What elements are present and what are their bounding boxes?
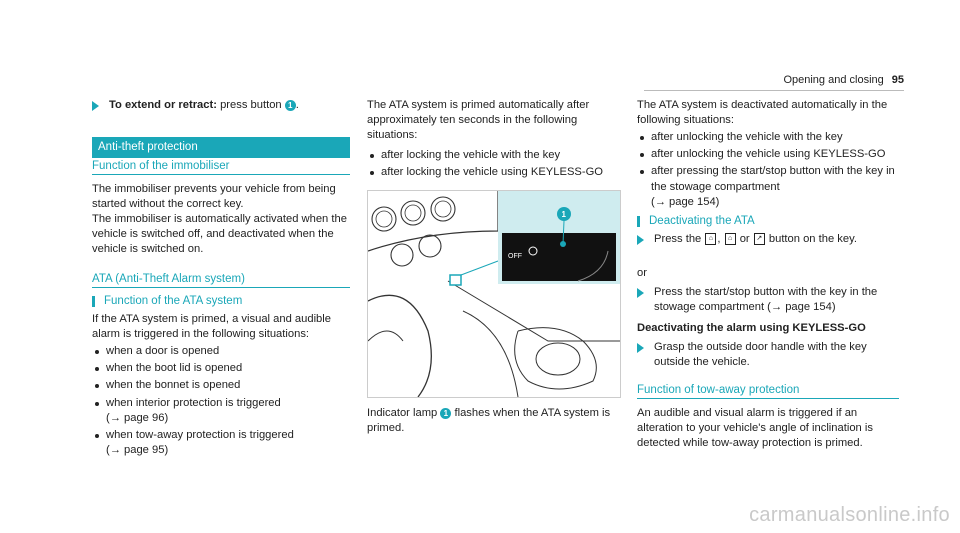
step-press-start-stop: Press the start/stop button with the key… — [637, 285, 899, 315]
tow-away-paragraph: An audible and visual alarm is triggered… — [637, 407, 873, 450]
section-bar-anti-theft: Anti-theft protection — [92, 137, 350, 158]
page-header: Opening and closing 95 — [783, 74, 904, 86]
list-item: after unlocking the vehicle using KEYLES… — [637, 147, 899, 162]
list-item: when a door is opened — [92, 344, 350, 359]
svg-text:1: 1 — [562, 210, 567, 219]
step-arrow-icon — [637, 235, 644, 245]
ata-prime-list: after locking the vehicle with the key a… — [367, 148, 619, 180]
chapter-title: Opening and closing — [783, 74, 884, 86]
ata-function-heading: Function of the ATA system — [92, 295, 350, 307]
step-grasp-handle: Grasp the outside door handle with the k… — [637, 340, 899, 370]
dashboard-drawing: OFF 1 — [368, 191, 620, 397]
list-item: when the boot lid is opened — [92, 361, 350, 376]
ata-deact-list: after unlocking the vehicle with the key… — [637, 130, 899, 210]
list-item: when interior protection is triggered(→ … — [92, 396, 350, 426]
dashboard-illustration: OFF 1 — [367, 190, 621, 398]
step-arrow-icon — [637, 288, 644, 298]
ata-prime-intro: The ATA system is primed automatically a… — [367, 99, 590, 142]
unlock-icon: ⌂ — [705, 233, 717, 246]
deactivate-ata-heading: Deactivating the ATA — [637, 215, 899, 227]
page-ref-link[interactable]: (→ page 154) — [651, 195, 720, 208]
immobiliser-heading: Function of the immobiliser — [92, 160, 350, 175]
list-item: after locking the vehicle using KEYLESS-… — [367, 165, 619, 180]
list-item: when tow-away protection is triggered(→ … — [92, 428, 350, 458]
callout-1-icon — [557, 207, 571, 221]
immobiliser-paragraph-1: The immobiliser prevents your vehicle fr… — [92, 183, 336, 211]
step-bold: To extend or retract: — [109, 99, 217, 111]
step-press-key-button: Press the ⌂, ⌂ or ↗ button on the key. — [637, 232, 899, 247]
ata-heading: ATA (Anti-Theft Alarm system) — [92, 273, 350, 288]
lock-icon: ⌂ — [724, 233, 736, 246]
list-item: when the bonnet is opened — [92, 378, 350, 393]
or-text: or — [637, 267, 647, 279]
callout-1-icon: 1 — [284, 99, 296, 111]
page-ref-link[interactable]: (→ page 96) — [106, 411, 169, 424]
list-item: after pressing the start/stop button wit… — [637, 164, 899, 210]
ata-trigger-list: when a door is opened when the boot lid … — [92, 344, 350, 458]
step-arrow-icon — [92, 101, 99, 111]
keyless-heading: Deactivating the alarm using KEYLESS-GO — [637, 322, 866, 334]
page-number: 95 — [891, 74, 904, 86]
ata-intro: If the ATA system is primed, a visual an… — [92, 313, 331, 341]
list-item: after unlocking the vehicle with the key — [637, 130, 899, 145]
boot-icon: ↗ — [753, 233, 765, 246]
list-item: after locking the vehicle with the key — [367, 148, 619, 163]
step-extend-retract: To extend or retract: press button 1. — [92, 98, 350, 113]
page-ref-link[interactable]: (→ page 95) — [106, 444, 169, 457]
immobiliser-paragraph-2: The immobiliser is automatically activat… — [92, 213, 347, 256]
tow-away-heading: Function of tow-away protection — [637, 384, 899, 399]
watermark: carmanualsonline.info — [749, 504, 950, 526]
illustration-caption: Indicator lamp 1 flashes when the ATA sy… — [367, 407, 611, 435]
header-rule — [644, 90, 904, 91]
ata-deact-intro: The ATA system is deactivated automatica… — [637, 99, 888, 127]
off-label: OFF — [508, 253, 522, 260]
step-arrow-icon — [637, 343, 644, 353]
callout-1-icon: 1 — [440, 407, 452, 419]
